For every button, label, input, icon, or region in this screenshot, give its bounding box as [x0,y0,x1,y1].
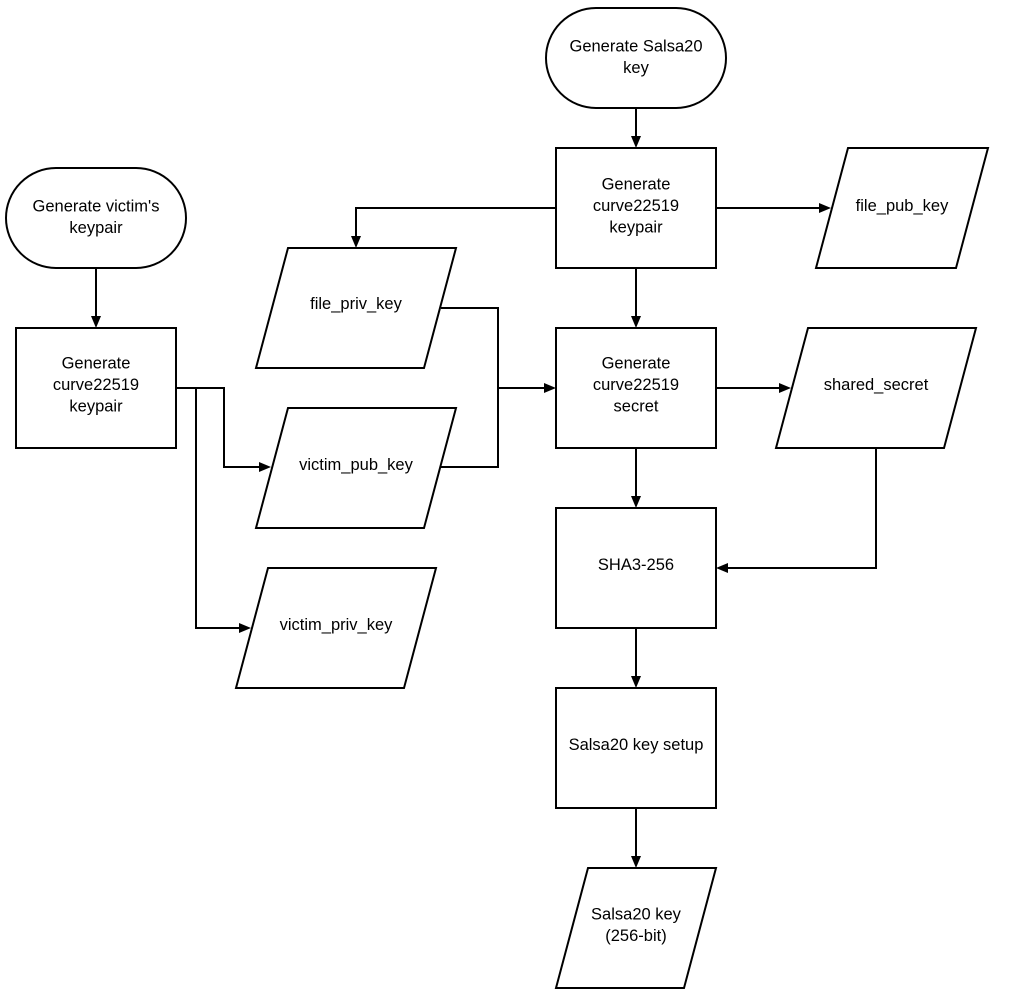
node-label: SHA3-256 [598,556,674,574]
node-label: Generate curve22519 keypair [53,355,139,416]
node-label-line: Generate [602,176,671,194]
node-label-line: Salsa20 key [591,906,682,924]
node-label: Salsa20 key (256-bit) [591,906,682,946]
edge-file-keypair-to-file-priv-key [355,207,556,236]
node-label-line: victim_priv_key [280,616,394,634]
terminal-generate-victim-keypair: Generate victim's keypair [5,167,187,269]
node-label: victim_priv_key [280,616,394,634]
node-label-line: secret [614,398,659,416]
arrowhead-icon [631,856,641,868]
arrowhead-icon [239,623,251,633]
node-label-line: key [623,59,649,77]
arrowhead-icon [91,316,101,328]
node-label: Salsa20 key setup [569,736,704,754]
node-label-line: curve22519 [593,197,679,215]
node-label: Generate curve22519 keypair [593,176,679,237]
connectors [91,108,877,868]
data-file-pub-key: file_pub_key [814,147,990,269]
node-label-line: SHA3-256 [598,556,674,574]
arrowhead-icon [716,563,728,573]
node-label: victim_pub_key [299,456,413,474]
arrowhead-icon [544,383,556,393]
edge-file-priv-key-to-secret [441,307,544,389]
node-label-line: curve22519 [593,376,679,394]
arrowhead-icon [631,676,641,688]
process-salsa20-key-setup: Salsa20 key setup [555,687,717,809]
node-label-line: keypair [609,219,663,237]
data-victim-priv-key: victim_priv_key [234,567,438,689]
arrowhead-icon [351,236,361,248]
arrowhead-icon [631,496,641,508]
node-label-line: Generate [602,355,671,373]
node-label: shared_secret [824,376,929,394]
node-label: Generate Salsa20 key [569,38,702,78]
data-file-priv-key: file_priv_key [254,247,458,369]
node-label-line: file_priv_key [310,295,402,313]
node-label-line: keypair [69,219,123,237]
data-salsa20-key-output: Salsa20 key (256-bit) [554,867,718,989]
data-shared-secret: shared_secret [774,327,978,449]
node-label: file_pub_key [856,197,949,215]
edge-victim-keypair-to-victim-priv-key [176,387,239,629]
arrowhead-icon [259,462,271,472]
edge-victim-keypair-to-victim-pub-key [176,387,259,468]
data-victim-pub-key: victim_pub_key [254,407,458,529]
arrowhead-icon [631,316,641,328]
node-label-line: Generate [62,355,131,373]
arrowhead-icon [819,203,831,213]
edge-victim-pub-key-to-secret [441,388,499,468]
node-label: Generate curve22519 secret [593,355,679,416]
node-label-line: curve22519 [53,376,139,394]
node-label-line: Salsa20 key setup [569,736,704,754]
node-label-line: shared_secret [824,376,929,394]
node-label-line: victim_pub_key [299,456,413,474]
node-label-line: keypair [69,398,123,416]
process-generate-victim-keypair: Generate curve22519 keypair [15,327,177,449]
node-label-line: file_pub_key [856,197,949,215]
node-label: Generate victim's keypair [33,198,160,238]
process-sha3-256: SHA3-256 [555,507,717,629]
arrowhead-icon [779,383,791,393]
node-label: file_priv_key [310,295,402,313]
node-label-line: Generate Salsa20 [569,38,702,56]
node-label-line: (256-bit) [605,927,666,945]
arrowhead-icon [631,136,641,148]
terminal-generate-salsa20-key: Generate Salsa20 key [545,7,727,109]
edge-shared-secret-to-sha3 [728,448,877,569]
node-label-line: Generate victim's [33,198,160,216]
process-generate-secret: Generate curve22519 secret [555,327,717,449]
process-generate-file-keypair: Generate curve22519 keypair [555,147,717,269]
